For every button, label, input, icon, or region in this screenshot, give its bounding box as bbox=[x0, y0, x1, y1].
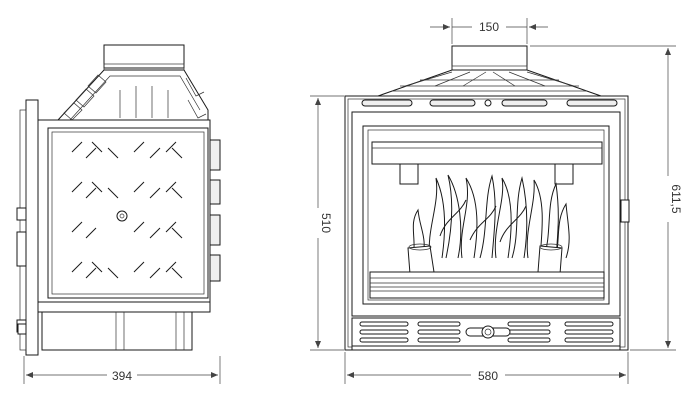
side-air-vents bbox=[209, 139, 221, 282]
side-depth-label: 394 bbox=[112, 369, 132, 383]
flue-width-label: 150 bbox=[479, 20, 499, 34]
front-grate bbox=[369, 271, 605, 299]
side-door-hinge-top bbox=[16, 207, 27, 221]
overall-height-label: 611,5 bbox=[669, 184, 683, 213]
front-logs bbox=[407, 243, 563, 275]
overall-width-dimension: 580 bbox=[344, 352, 629, 384]
overall-height-dimension: 611,5 bbox=[530, 45, 683, 351]
front-hood bbox=[377, 69, 602, 97]
front-view: 150 bbox=[310, 18, 683, 384]
front-baffle-bracket-left bbox=[399, 163, 419, 185]
side-depth-dimension: 394 bbox=[23, 356, 221, 384]
front-air-control-knob bbox=[465, 325, 511, 339]
side-door-frame bbox=[25, 99, 39, 356]
side-view: 394 bbox=[16, 44, 221, 384]
front-top-vents bbox=[361, 99, 618, 107]
opening-height-label: 510 bbox=[319, 213, 333, 233]
front-lower-vents bbox=[359, 321, 614, 343]
opening-height-dimension: 510 bbox=[310, 95, 344, 351]
side-firebox-panel bbox=[47, 127, 209, 299]
front-baffle-bracket-right bbox=[554, 163, 574, 185]
flue-width-dimension: 150 bbox=[430, 18, 548, 44]
side-chevron-pattern bbox=[71, 141, 183, 279]
front-hood-bricks bbox=[392, 71, 587, 92]
side-ash-box bbox=[41, 311, 193, 351]
side-center-bolt bbox=[116, 210, 128, 222]
side-door-handle bbox=[16, 231, 27, 267]
front-baffle-plate bbox=[371, 141, 603, 165]
front-flue-collar bbox=[451, 45, 528, 71]
front-door-handle bbox=[620, 199, 630, 223]
front-flames bbox=[411, 174, 570, 261]
side-flue-collar bbox=[103, 44, 185, 69]
overall-width-label: 580 bbox=[478, 369, 498, 383]
side-hood bbox=[57, 69, 209, 128]
side-hood-bricks bbox=[63, 74, 207, 121]
side-base bbox=[37, 301, 211, 313]
